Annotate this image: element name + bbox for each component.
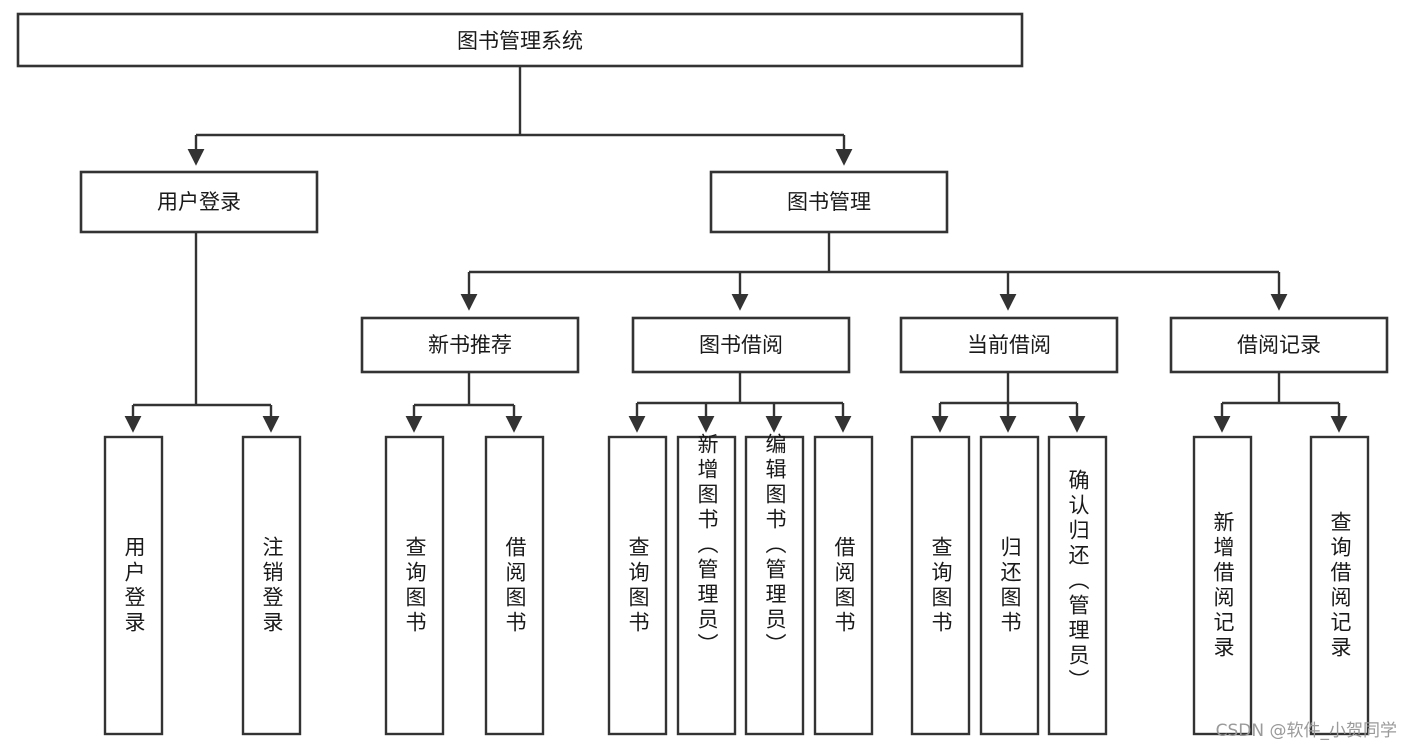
node-user-login[interactable]: 用户登录 <box>79 170 319 234</box>
leaf-box-user-login-2[interactable] <box>241 435 302 736</box>
node-root-system[interactable]: 图书管理系统 <box>16 12 1024 68</box>
node-new-book-recommend[interactable]: 新书推荐 <box>360 316 580 374</box>
leaf-box-new-book-2[interactable] <box>484 435 545 736</box>
node-book-management[interactable]: 图书管理 <box>709 170 949 234</box>
node-current-borrow[interactable]: 当前借阅 <box>899 316 1119 374</box>
connector-group-root <box>187 66 853 166</box>
leaf-box-current-borrow-3[interactable] <box>1047 435 1108 736</box>
leaf-box-current-borrow-2[interactable] <box>979 435 1040 736</box>
leaf-box-borrow-record-1[interactable] <box>1192 435 1253 736</box>
leaf-box-borrow-record-2[interactable] <box>1309 435 1370 736</box>
leaf-box-current-borrow-1[interactable] <box>910 435 971 736</box>
leaf-box-book-borrow-4[interactable] <box>813 435 874 736</box>
connector-group-user-login <box>124 232 280 433</box>
connector-group-book-manage <box>460 232 1288 311</box>
leaf-box-user-login-1[interactable] <box>103 435 164 736</box>
connector-group-borrow-record <box>1213 372 1348 433</box>
node-borrow-record[interactable]: 借阅记录 <box>1169 316 1389 374</box>
node-book-borrow[interactable]: 图书借阅 <box>631 316 851 374</box>
leaf-box-book-borrow-1[interactable] <box>607 435 668 736</box>
connector-group-book-borrow <box>628 372 852 433</box>
node-book-borrow-label: 图书借阅 <box>699 333 783 357</box>
node-borrow-record-label: 借阅记录 <box>1237 333 1321 357</box>
connector-group-current-borrow <box>931 372 1086 433</box>
node-user-login-label: 用户登录 <box>157 190 241 214</box>
node-root-label: 图书管理系统 <box>457 29 583 53</box>
node-book-management-label: 图书管理 <box>787 190 871 214</box>
leaf-box-book-borrow-3[interactable] <box>744 435 805 736</box>
leaf-box-book-borrow-2[interactable] <box>676 435 737 736</box>
node-current-borrow-label: 当前借阅 <box>967 333 1051 357</box>
node-new-book-recommend-label: 新书推荐 <box>428 333 512 357</box>
watermark-text: CSDN @软件_小贺同学 <box>1215 721 1397 741</box>
leaf-box-new-book-1[interactable] <box>384 435 445 736</box>
connector-group-new-book <box>405 372 523 433</box>
